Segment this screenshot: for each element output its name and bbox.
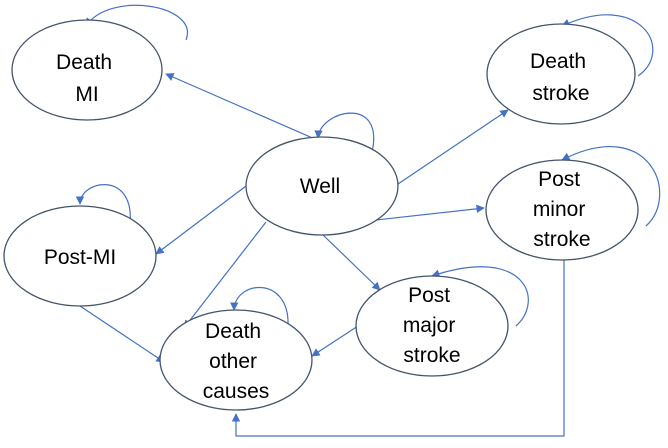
node-death-stroke-label: Death stroke — [530, 50, 592, 105]
node-death-stroke-line-1: Death — [530, 50, 586, 73]
self-loop-death-other-causes — [230, 287, 289, 327]
node-death-stroke-shape — [486, 23, 636, 125]
node-post-minor-stroke-line-3: stroke — [533, 228, 590, 251]
node-post-mi: Post-MI — [3, 205, 157, 307]
arrow-post-major-stroke-to-death-other-causes — [311, 325, 359, 357]
node-death-other-causes: Death other causes — [159, 309, 313, 411]
node-post-minor-stroke-label: Post minor stroke — [533, 168, 591, 251]
arrow-well-to-death-stroke — [397, 109, 509, 185]
node-post-minor-stroke-shape — [485, 159, 639, 261]
arrow-well-to-post-major-stroke — [321, 233, 381, 291]
node-death-mi: Death MI — [11, 19, 163, 121]
node-post-minor-stroke-line-1: Post — [538, 168, 580, 191]
self-loop-death-stroke — [561, 14, 654, 77]
self-loop-post-minor-stroke — [561, 146, 661, 227]
arrow-well-to-post-mi — [155, 185, 247, 255]
node-post-major-stroke-line-1: Post — [408, 284, 450, 307]
self-loop-death-mi — [85, 4, 189, 41]
node-death-stroke-line-2: stroke — [532, 82, 589, 105]
node-death-mi-shape — [11, 19, 163, 121]
node-well-label: Well — [300, 175, 340, 198]
self-loop-well — [314, 112, 375, 153]
node-death-mi-line-2: MI — [75, 83, 98, 106]
self-loop-post-mi — [75, 184, 131, 225]
node-post-major-stroke-label: Post major stroke — [403, 284, 461, 367]
node-post-major-stroke-line-3: stroke — [403, 344, 460, 367]
node-death-other-causes-shape — [159, 309, 313, 411]
node-death-other-causes-line-3: causes — [203, 380, 270, 403]
node-death-other-causes-label: Death other causes — [203, 320, 270, 403]
arrow-well-to-post-minor-stroke — [375, 204, 485, 221]
arrow-post-mi-to-death-other-causes — [79, 305, 165, 363]
node-post-major-stroke-line-2: major — [403, 314, 456, 337]
arrow-post-minor-stroke-to-death-other-causes — [231, 258, 565, 437]
node-death-stroke: Death stroke — [486, 23, 636, 125]
arrow-well-to-death-other-causes — [183, 221, 267, 329]
node-post-major-stroke-shape — [355, 275, 509, 377]
node-post-mi-label: Post-MI — [44, 246, 116, 269]
self-loop-post-major-stroke — [431, 266, 529, 327]
node-post-minor-stroke-line-2: minor — [533, 198, 586, 221]
node-death-mi-line-1: Death — [56, 51, 112, 74]
node-death-other-causes-line-1: Death — [205, 320, 261, 343]
node-well-shape — [245, 136, 399, 236]
node-post-major-stroke: Post major stroke — [355, 275, 509, 377]
transition-arrows — [79, 73, 565, 437]
node-well-line-1: Well — [300, 175, 340, 198]
node-post-mi-shape — [3, 205, 157, 307]
node-death-mi-label: Death MI — [56, 51, 118, 106]
node-well: Well — [245, 136, 399, 236]
node-post-minor-stroke: Post minor stroke — [485, 159, 639, 261]
self-loop-arrows — [75, 4, 661, 327]
node-death-other-causes-line-2: other — [209, 350, 257, 373]
node-post-mi-line-1: Post-MI — [44, 246, 116, 269]
